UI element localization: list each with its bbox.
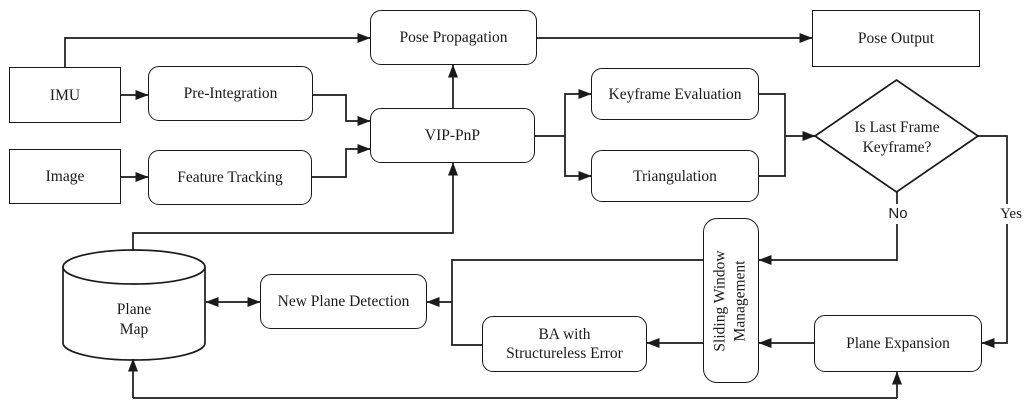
edge-merge-keyframe-triangulation bbox=[759, 93, 786, 177]
node-image: Image bbox=[9, 149, 121, 204]
edge-vip-pnp-triangulation bbox=[564, 136, 592, 181]
edge-label-yes: Yes bbox=[991, 204, 1025, 224]
node-pose-propagation-label: Pose Propagation bbox=[399, 29, 508, 46]
sliding-window-label-line1: Sliding Window bbox=[712, 249, 729, 352]
node-sliding-window-management-label: Sliding Window Management bbox=[711, 250, 751, 351]
node-new-plane-detection-label: New Plane Detection bbox=[277, 293, 410, 310]
node-keyframe-evaluation-label: Keyframe Evaluation bbox=[608, 85, 742, 103]
node-pre-integration: Pre-Integration bbox=[148, 66, 313, 121]
edge-vip-pnp-keyframe-evaluation bbox=[564, 89, 592, 136]
node-ba-structureless-error: BA with Structureless Error bbox=[482, 316, 647, 372]
node-keyframe-evaluation: Keyframe Evaluation bbox=[591, 68, 759, 120]
node-imu-label: IMU bbox=[49, 86, 81, 104]
edge-decision-yes-plane-expansion bbox=[978, 135, 1008, 348]
node-pose-output: Pose Output bbox=[812, 10, 980, 67]
node-plane-expansion: Plane Expansion bbox=[814, 315, 982, 372]
node-vip-pnp-label: VIP-PnP bbox=[424, 127, 481, 144]
node-pose-propagation: Pose Propagation bbox=[370, 10, 537, 65]
node-new-plane-detection: New Plane Detection bbox=[260, 274, 427, 329]
node-imu: IMU bbox=[9, 67, 121, 123]
edge-decision-no-sliding-window bbox=[758, 192, 898, 265]
plane-map-cylinder-top bbox=[62, 249, 206, 285]
sliding-window-label-line2: Management bbox=[732, 260, 749, 341]
edge-imu-pose-propagation bbox=[64, 33, 371, 67]
edge-feature-tracking-vip-pnp bbox=[312, 144, 371, 178]
node-ba-structureless-error-label: BA with Structureless Error bbox=[506, 325, 623, 363]
decision-diamond-shape bbox=[813, 78, 980, 194]
node-feature-tracking-label: Feature Tracking bbox=[177, 169, 283, 186]
node-pose-output-label: Pose Output bbox=[857, 30, 935, 47]
ba-label-line1: BA with bbox=[538, 326, 591, 343]
node-plane-expansion-label: Plane Expansion bbox=[846, 335, 950, 352]
node-sliding-window-management: Sliding Window Management bbox=[703, 218, 759, 383]
node-pre-integration-label: Pre-Integration bbox=[183, 85, 278, 102]
node-triangulation-label: Triangulation bbox=[633, 167, 717, 185]
edge-pre-integration-vip-pnp bbox=[313, 94, 371, 126]
node-vip-pnp: VIP-PnP bbox=[370, 108, 535, 163]
node-feature-tracking: Feature Tracking bbox=[148, 150, 312, 205]
edge-plane-map-vip-pnp bbox=[132, 162, 458, 251]
edge-label-no: No bbox=[879, 204, 917, 224]
node-image-label: Image bbox=[45, 168, 85, 185]
node-triangulation: Triangulation bbox=[591, 150, 759, 202]
ba-label-line2: Structureless Error bbox=[506, 345, 623, 362]
